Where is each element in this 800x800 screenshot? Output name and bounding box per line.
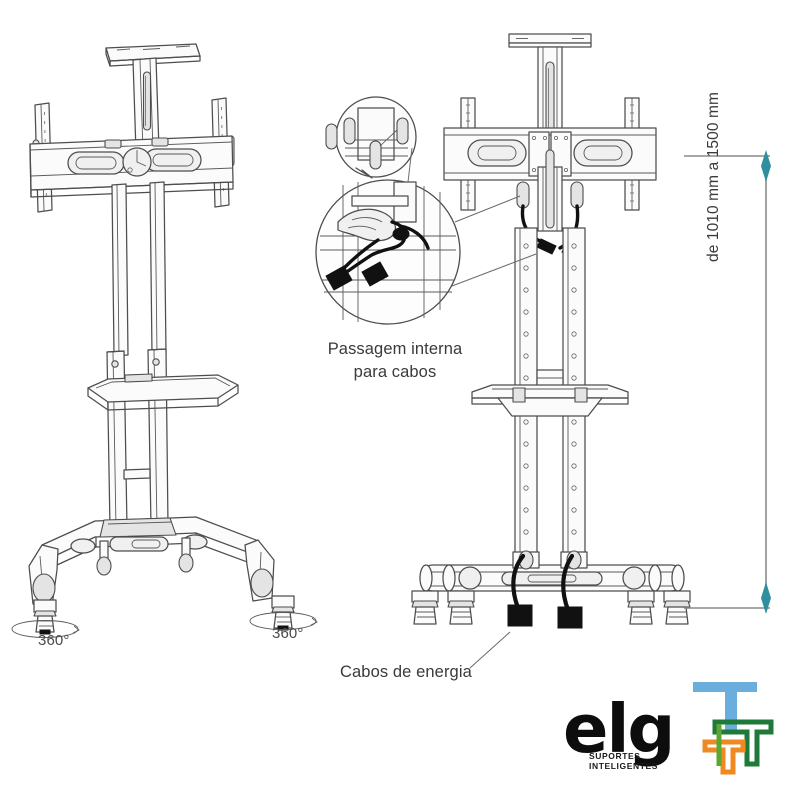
elg-tagline-line1: SUPORTES — [589, 751, 641, 761]
left-perspective-view — [11, 43, 318, 638]
telescoping-column-left — [106, 181, 169, 530]
detail-leader-lines — [407, 147, 537, 287]
logo-shape-green — [712, 719, 774, 767]
label-cable-passage-line1: Passagem interna — [327, 340, 463, 358]
elg-bracket-mark — [693, 682, 774, 775]
casters-right — [411, 590, 691, 625]
logo-shape-blue — [693, 682, 757, 732]
right-front-view — [411, 33, 691, 629]
label-cable-passage-line2: para cabos — [353, 363, 437, 381]
av-shelf-right — [471, 384, 629, 417]
label-height-dimension: de 1010 mm a 1500 mm — [705, 91, 722, 262]
av-shelf-left — [87, 373, 239, 411]
slot-detail-circle — [325, 96, 417, 179]
caster-front-left — [33, 599, 57, 635]
camera-shelf-right — [508, 33, 592, 48]
label-caster-rotation-left: 360° — [38, 632, 70, 649]
rotation-indicator-left — [11, 620, 80, 638]
elg-tagline-line2: INTELIGENTES — [589, 760, 659, 771]
height-dimension — [684, 150, 771, 614]
elg-logo: elg SUPORTES INTELIGENTES — [563, 682, 795, 790]
tv-crossbar-right — [443, 127, 657, 181]
base-left — [28, 516, 275, 607]
center-slot-bar-right — [537, 149, 563, 232]
cable-routing-detail-circle — [315, 179, 461, 325]
rotation-indicator-right — [249, 612, 318, 630]
detail-callouts — [315, 96, 537, 325]
logo-shape-orange — [702, 739, 746, 775]
elg-wordmark: elg — [563, 690, 675, 768]
mount-top-post-left — [132, 57, 160, 153]
elg-tagline: SUPORTES INTELIGENTES — [589, 751, 659, 771]
camera-shelf-left — [105, 43, 201, 67]
label-cable-passage: Passagem interna para cabos — [310, 338, 480, 384]
power-cables — [507, 553, 583, 629]
label-caster-rotation-right: 360° — [272, 625, 304, 642]
label-power-cables: Cabos de energia — [340, 663, 472, 681]
base-right — [419, 550, 685, 592]
annotation-leaders — [469, 631, 511, 669]
caster-front-right — [271, 595, 295, 631]
tv-crossbar-left — [29, 135, 234, 198]
